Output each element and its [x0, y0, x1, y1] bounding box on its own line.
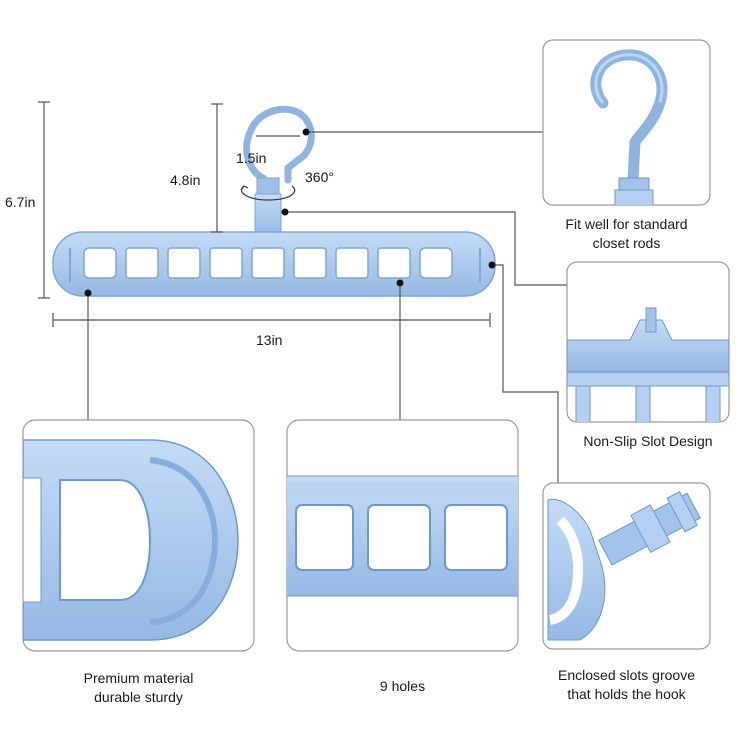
dimension-lines: [38, 101, 491, 327]
hanger-main: [52, 105, 496, 297]
dimension-total-height: 6.7in: [5, 194, 36, 210]
swivel-base: [256, 177, 280, 195]
detail-box-groove: [542, 482, 711, 650]
callout-lines: [87, 131, 567, 483]
rotation-indicator: [240, 185, 296, 201]
detail-box-hook: [542, 39, 711, 206]
detail-box-material: [22, 419, 255, 652]
caption-material: Premium material durable sturdy: [83, 670, 194, 705]
caption-holes: 9 holes: [379, 678, 426, 694]
caption-hook: Fit well for standard closet rods: [565, 216, 688, 251]
hanger-holes: [83, 247, 453, 279]
dimension-rotation: 360°: [305, 169, 334, 185]
caption-groove: Enclosed slots groove that holds the hoo…: [558, 667, 695, 702]
caption-slot: Non-Slip Slot Design: [583, 433, 713, 449]
dimension-hook-width: 1.5in: [236, 150, 267, 166]
hook-main: [243, 105, 315, 204]
detail-box-holes: [286, 419, 519, 652]
callout-dots: [84, 128, 496, 297]
dimension-width: 13in: [256, 332, 283, 348]
detail-box-slot: [566, 261, 730, 423]
dimension-hook-height: 4.8in: [170, 172, 201, 188]
